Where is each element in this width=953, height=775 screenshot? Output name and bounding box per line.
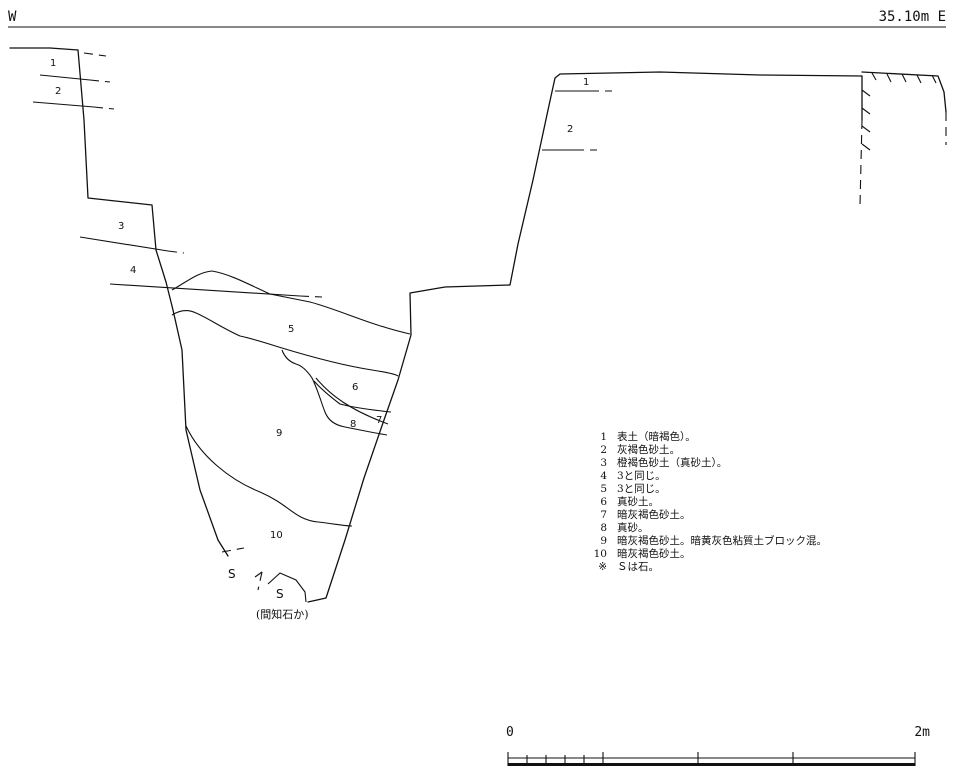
layer-label: 7	[376, 415, 382, 426]
ditch-profile	[9, 47, 947, 603]
legend-number: 6	[600, 496, 607, 508]
header-elevation-east: 35.10m E	[879, 9, 946, 25]
scale-start: 0	[506, 725, 514, 740]
legend-number: 10	[594, 548, 607, 560]
scale-bar: 0 2m	[506, 725, 930, 766]
layer-label: 6	[352, 382, 358, 393]
stones	[221, 547, 307, 603]
layer-label: 9	[276, 428, 282, 439]
layer-label: 3	[118, 221, 124, 232]
legend-text: 灰褐色砂土。	[617, 443, 680, 456]
header-west: W	[8, 9, 17, 25]
legend-number: 5	[600, 483, 607, 495]
legend-number: 1	[600, 431, 607, 443]
legend-text: 暗灰褐色砂土。	[617, 508, 691, 521]
layer-label: 8	[350, 419, 356, 430]
legend-number: 2	[600, 444, 607, 456]
layer-boundaries	[32, 52, 612, 527]
legend-number: 4	[600, 470, 607, 482]
layer-label: 2	[567, 124, 573, 135]
legend-text: Ｓは石。	[617, 561, 659, 573]
legend: 1 表土（暗褐色）。 2 灰褐色砂土。 3 橙褐色砂土（真砂土）。 4 3と同じ…	[594, 430, 827, 573]
legend-text: 真砂土。	[617, 495, 659, 508]
stone-note: (間知石か)	[256, 607, 309, 621]
wall-hatch	[861, 72, 937, 151]
legend-text: 表土（暗褐色）。	[617, 430, 696, 443]
legend-text: 真砂。	[617, 521, 649, 534]
stone-label: S	[228, 567, 236, 581]
legend-text: 暗灰褐色砂土。	[617, 547, 691, 560]
layer-label: 1	[583, 77, 589, 88]
legend-number: ※	[598, 561, 607, 573]
layer-numbers: 1 2 3 4 5 6 7 8 9 10 1 2	[50, 58, 589, 541]
scale-end: 2m	[914, 725, 930, 740]
scale-bar-fill	[508, 763, 915, 766]
legend-text: 3と同じ。	[617, 483, 666, 495]
legend-number: 9	[600, 535, 607, 547]
layer-label: 10	[270, 530, 283, 541]
legend-text: 暗灰褐色砂土。暗黄灰色粘質土ブロック混。	[617, 534, 827, 547]
legend-text: 3と同じ。	[617, 470, 666, 482]
layer-label: 2	[55, 86, 61, 97]
layer-label: 4	[130, 265, 136, 276]
legend-number: 3	[600, 457, 607, 469]
layer-label: 1	[50, 58, 56, 69]
legend-text: 橙褐色砂土（真砂土）。	[617, 456, 727, 469]
legend-number: 8	[600, 522, 607, 534]
legend-number: 7	[600, 509, 607, 521]
stone-label: S	[276, 587, 284, 601]
layer-label: 5	[288, 324, 294, 335]
